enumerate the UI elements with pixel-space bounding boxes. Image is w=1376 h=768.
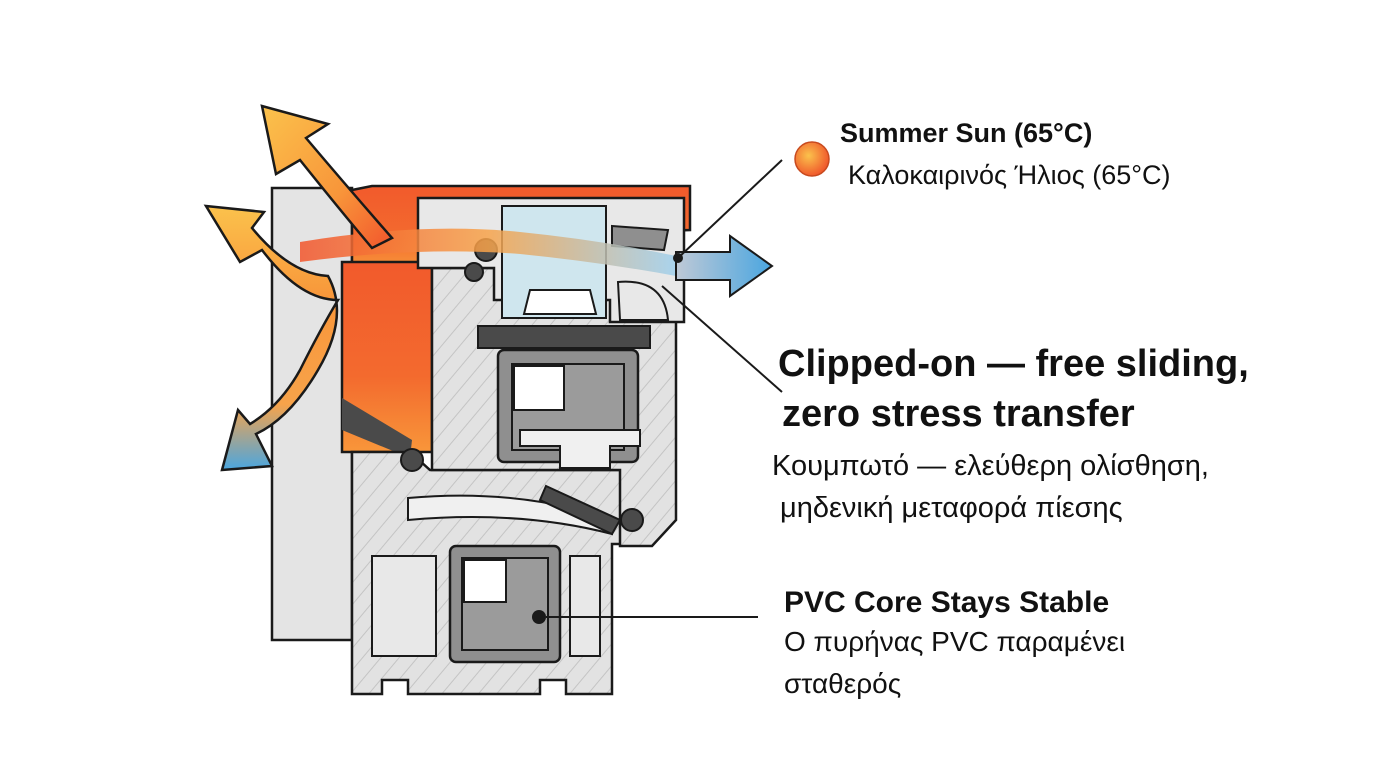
clip-label-gr-line2: μηδενική μεταφορά πίεσης [780, 492, 1123, 524]
sash-profile [400, 266, 678, 548]
sun-label-gr: Καλοκαιρινός Ήλιος (65°C) [848, 160, 1171, 190]
heat-flow-arrow-lower [203, 204, 341, 472]
pvc-core-reinforcement [448, 544, 562, 664]
sun-icon [794, 141, 830, 177]
callout-leaders [546, 159, 783, 618]
clip-label-en-line2: zero stress transfer [782, 393, 1135, 435]
heat-outflow-arrow [675, 234, 774, 298]
core-label-en: PVC Core Stays Stable [784, 586, 1110, 619]
heat-flow-band [300, 228, 676, 276]
core-label-gr-line2: σταθερός [784, 668, 902, 699]
glazing-bead [416, 196, 686, 324]
core-label-gr-line1: Ο πυρήνας PVC παραμένει [784, 626, 1126, 657]
sun-label-en: Summer Sun (65°C) [840, 118, 1093, 148]
clip-label-en-line1: Clipped-on — free sliding, [778, 343, 1249, 385]
clip-label-gr-line1: Κουμπωτό — ελεύθερη ολίσθηση, [772, 450, 1209, 482]
heat-flow-arrow-upper [260, 104, 395, 250]
